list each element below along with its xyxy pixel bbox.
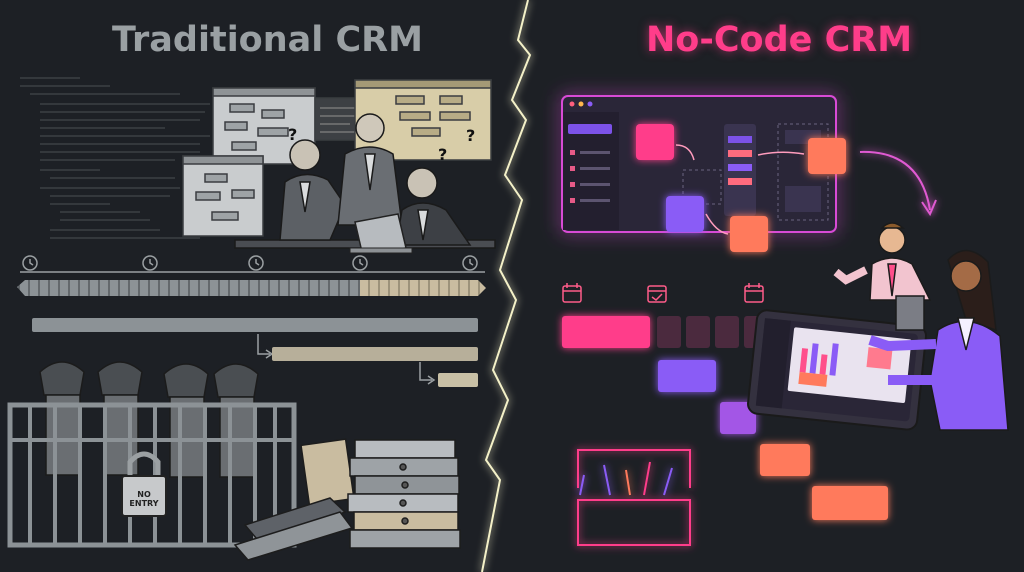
curved-arrow: [859, 150, 937, 217]
gantt-bar: [812, 486, 888, 520]
gantt-chart: [32, 318, 478, 387]
gantt-bar: [438, 373, 478, 387]
clock-icon: [22, 255, 38, 271]
question-mark: ?: [466, 126, 475, 145]
gantt-bar: [562, 316, 650, 348]
calendar-icon: [647, 285, 667, 303]
code-background: [20, 77, 210, 239]
flowchart-window-3: [182, 155, 264, 237]
question-mark: ?: [438, 145, 447, 164]
gantt-bar: [760, 444, 810, 476]
timeline-progress-bar: [17, 280, 486, 296]
dashboard-contents: [563, 101, 846, 252]
left-title: Traditional CRM: [112, 20, 423, 60]
clock-icon: [248, 255, 264, 271]
timeline: [20, 255, 485, 273]
question-mark: ?: [288, 125, 297, 144]
gantt-bar: [272, 347, 478, 361]
lightning-divider: [481, 0, 532, 572]
calendar-icon: [562, 283, 582, 303]
padlock-icon: [121, 451, 167, 517]
gantt-bar: [32, 318, 478, 332]
no-entry-sign: NO ENTRY: [129, 490, 159, 508]
businesswoman: [868, 249, 1009, 431]
gantt-bar: [720, 402, 756, 434]
clock-icon: [142, 255, 158, 271]
calendar-icon: [744, 283, 764, 303]
frustrated-people: [39, 361, 259, 478]
clock-icon: [462, 255, 478, 271]
gantt-bar: [658, 360, 716, 392]
laptop-icon: [349, 213, 413, 254]
binder-stack: [233, 438, 461, 561]
businessman-right: [833, 222, 932, 331]
toolbox-icon: [577, 449, 691, 546]
neon-gantt: [562, 316, 888, 520]
clock-icon: [352, 255, 368, 271]
right-title: No-Code CRM: [646, 20, 913, 60]
